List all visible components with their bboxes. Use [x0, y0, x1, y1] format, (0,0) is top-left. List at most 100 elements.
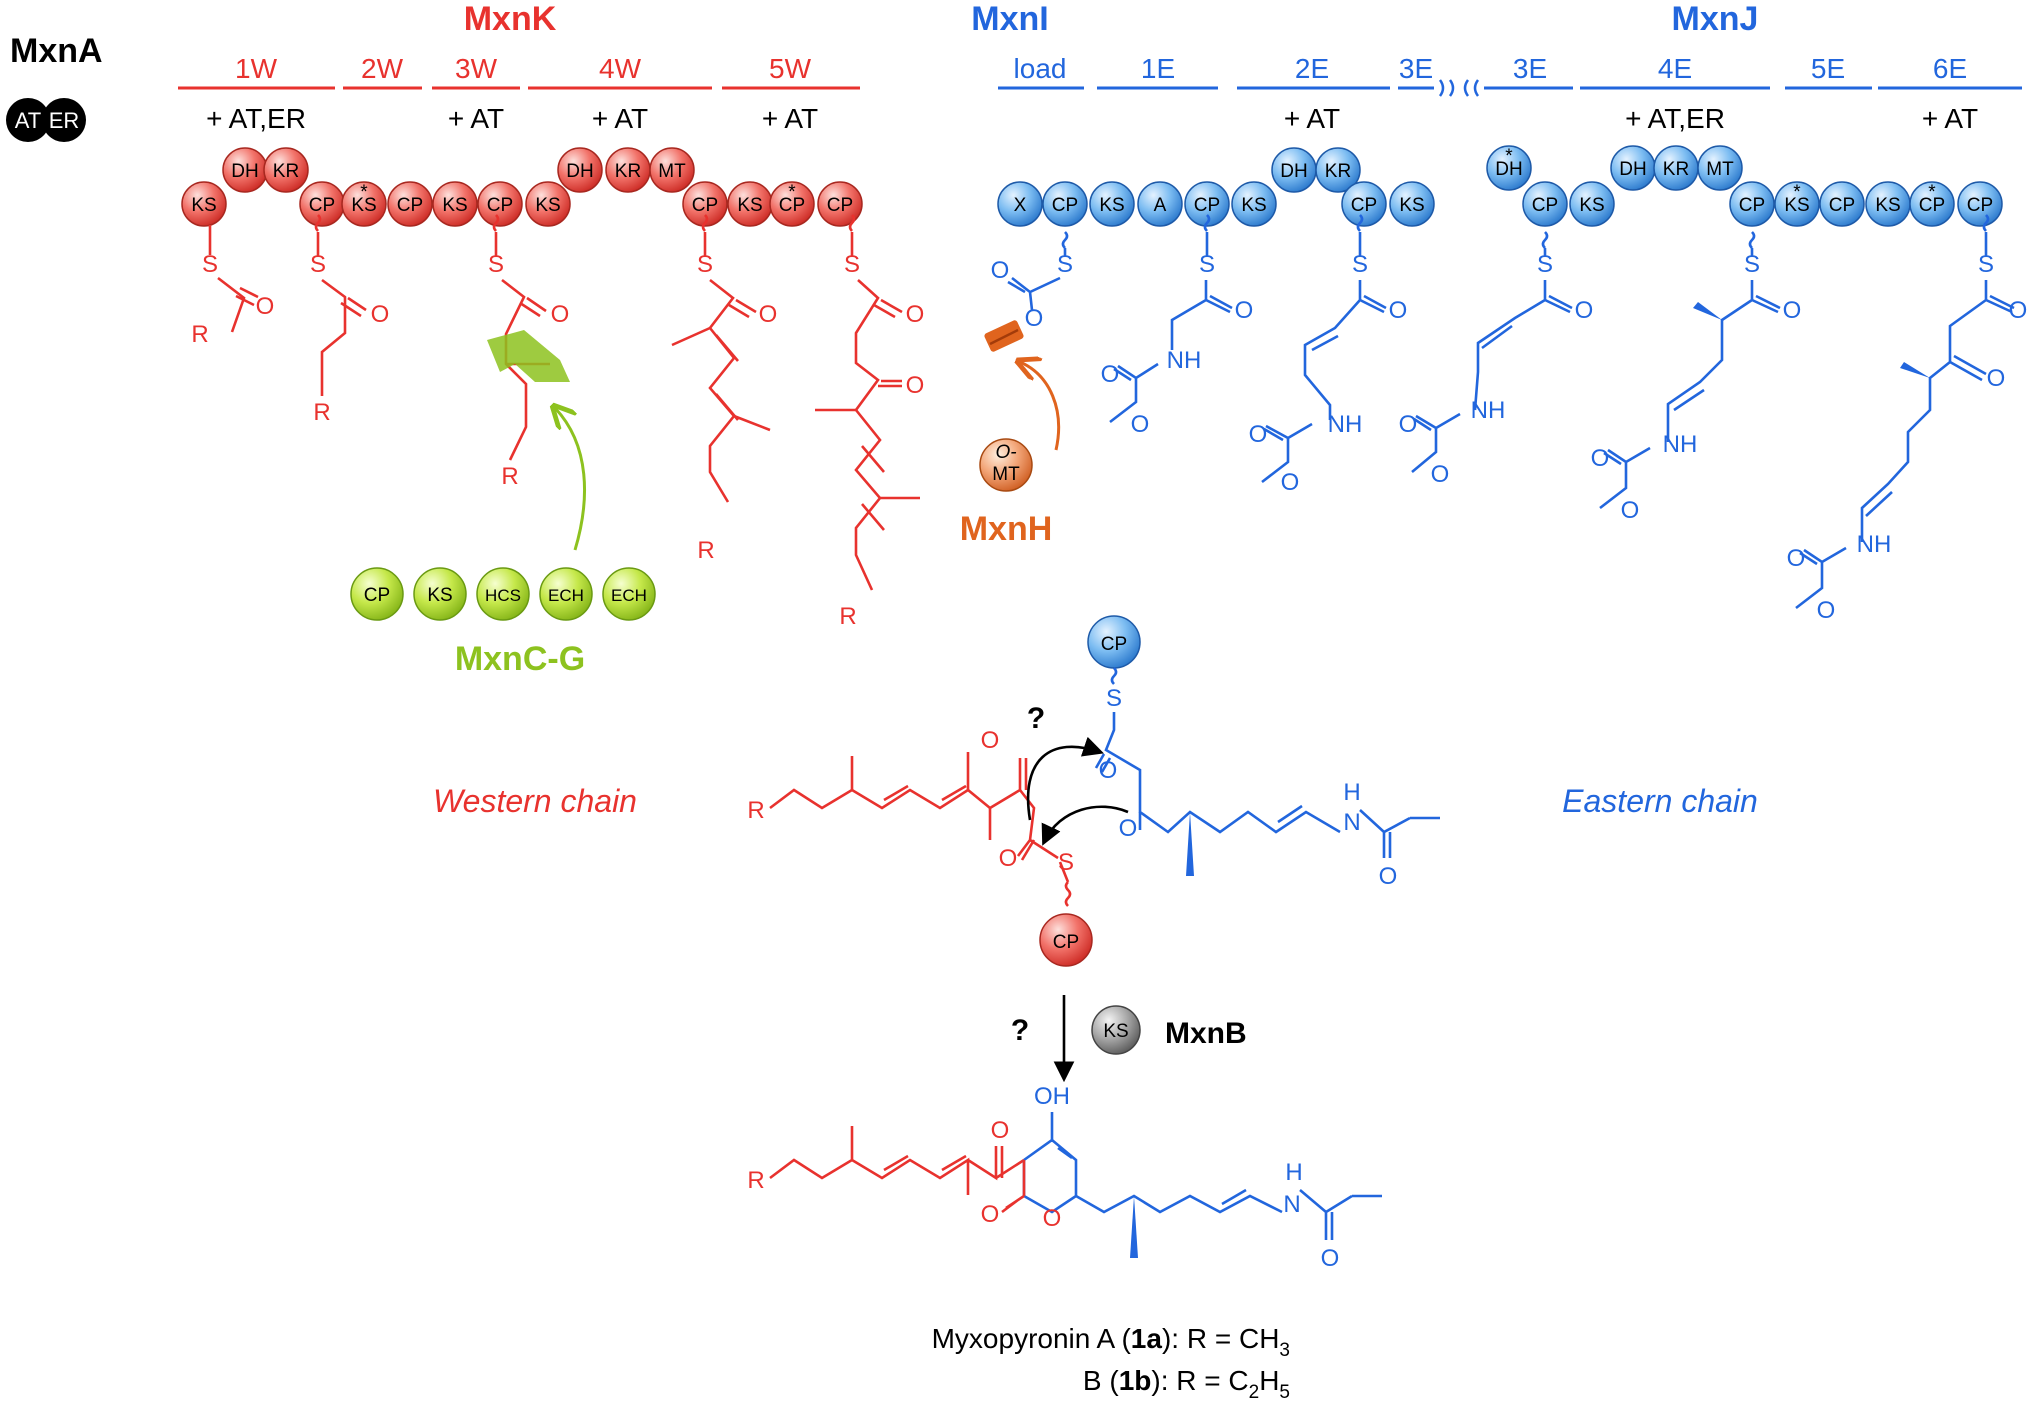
product-line-2: B (1b): R = C2H5	[1083, 1365, 1290, 1403]
domain-label: DH	[231, 161, 258, 182]
atom-O: O	[1321, 1245, 1340, 1272]
wedge-bond	[1900, 362, 1930, 378]
domain-ks	[341, 181, 387, 227]
domain-ks	[1231, 181, 1277, 227]
domain-label: CP	[1194, 195, 1220, 216]
mxnB-KS-domain	[1091, 1005, 1141, 1055]
domain-label: DH	[566, 161, 593, 182]
atom-O: O	[1235, 297, 1254, 324]
product-line-1: Myxopyronin A (1a): R = CH3	[932, 1323, 1290, 1361]
mechanism-arrow	[1026, 736, 1104, 821]
domain-label: A	[1154, 195, 1167, 216]
atom-R: R	[747, 1167, 764, 1194]
domain-cp	[817, 181, 863, 227]
domain-cp	[1909, 181, 1955, 227]
domain-label: MT	[658, 161, 686, 182]
module-bars	[178, 79, 2022, 97]
compound-1b: 1b	[1119, 1365, 1152, 1396]
module-4W-additions: + AT	[592, 103, 648, 134]
atom-S: S	[1057, 251, 1073, 278]
atom-S: S	[1352, 251, 1368, 278]
atom-S: S	[1978, 251, 1994, 278]
domain-label: CP	[1967, 195, 1993, 216]
domain-label: KS	[535, 195, 560, 216]
omt-arrow	[1020, 362, 1061, 451]
inactive-marker: *	[1793, 182, 1801, 203]
atom-R: R	[747, 797, 764, 824]
atom-NH: NH	[1857, 531, 1892, 558]
atom-O: O	[999, 845, 1018, 872]
domain-label: KS	[1103, 1021, 1128, 1042]
atom-O: O	[1101, 361, 1120, 388]
atom-O: O	[1783, 297, 1802, 324]
mxnJ-intermediates	[1411, 214, 2015, 610]
module-3W-additions: + AT	[448, 103, 504, 134]
atom-O: O	[1043, 1205, 1062, 1232]
omt-domain	[979, 438, 1033, 492]
domain-cp	[769, 181, 815, 227]
atom-O: O	[1119, 815, 1138, 842]
inactive-marker: *	[360, 182, 368, 203]
mxnCG-label: MxnC-G	[455, 640, 585, 678]
domain-label: CP	[1532, 195, 1558, 216]
domain-cp	[387, 181, 433, 227]
domain-label: CP	[309, 195, 335, 216]
western-chain-structure	[769, 752, 1059, 861]
product-name-a: Myxopyronin A (	[932, 1323, 1132, 1354]
atom-S: S	[697, 251, 713, 278]
domain-label: CP	[779, 195, 805, 216]
atom-H: H	[1343, 779, 1360, 806]
mechanism-arrow	[1041, 805, 1129, 846]
condensation-atoms: R O O S S O O H N O	[747, 685, 1397, 890]
atom-O: O	[906, 301, 925, 328]
domain-label: KS	[442, 195, 467, 216]
domain-label: CP	[1101, 634, 1127, 655]
domain-kr	[263, 147, 309, 193]
eastern-chain-label: Eastern chain	[1562, 783, 1758, 819]
mxnI-atoms: S O O S O NH O O S O NH O O	[991, 251, 1408, 496]
atom-R: R	[313, 399, 330, 426]
product-formula-b: ): R = C	[1151, 1365, 1248, 1396]
mxnB-label: MxnB	[1165, 1017, 1247, 1050]
module-5E: 5E	[1811, 53, 1845, 84]
module-3E-I: 3E	[1399, 53, 1433, 84]
formula-H: H	[1259, 1365, 1279, 1396]
question-mark: ?	[1027, 702, 1045, 735]
product-atoms: R O OH O O H N O	[747, 1083, 1339, 1272]
domain-label: CP	[1919, 195, 1945, 216]
mxnA-label: MxnA	[10, 32, 103, 70]
module-5W: 5W	[769, 53, 812, 84]
domain-mt	[649, 147, 695, 193]
module-2E-additions: + AT	[1284, 103, 1340, 134]
domain-label: KS	[1099, 195, 1124, 216]
western-chain-label: Western chain	[433, 783, 637, 819]
atom-O: O	[1987, 365, 2006, 392]
mxnK-intermediates	[208, 214, 920, 591]
domain-ks	[181, 181, 227, 227]
atom-N: N	[1343, 809, 1360, 836]
domain-label: CP	[1829, 195, 1855, 216]
wedge-bond	[1186, 812, 1194, 876]
atom-O: O	[551, 301, 570, 328]
domain-kr	[1315, 147, 1361, 193]
domain-x	[997, 181, 1043, 227]
atom-S: S	[844, 251, 860, 278]
domain-label: CP	[1739, 195, 1765, 216]
domain-label: DH	[1280, 161, 1307, 182]
atom-S: S	[202, 251, 218, 278]
atom-O: O	[1431, 461, 1450, 488]
domain-label: AT	[15, 108, 41, 133]
mxnH-label: MxnH	[960, 510, 1053, 548]
atom-NH: NH	[1663, 431, 1698, 458]
atom-O: O	[1575, 297, 1594, 324]
domain-ks	[432, 181, 478, 227]
domain-label: CP	[1351, 195, 1377, 216]
domain-label: KR	[615, 161, 641, 182]
domain-ks	[1569, 181, 1615, 227]
hcs-highlight	[487, 330, 570, 382]
module-labels-J: 3E 4E 5E 6E + AT,ER + AT	[1513, 53, 1978, 134]
domain-ks	[1389, 181, 1435, 227]
